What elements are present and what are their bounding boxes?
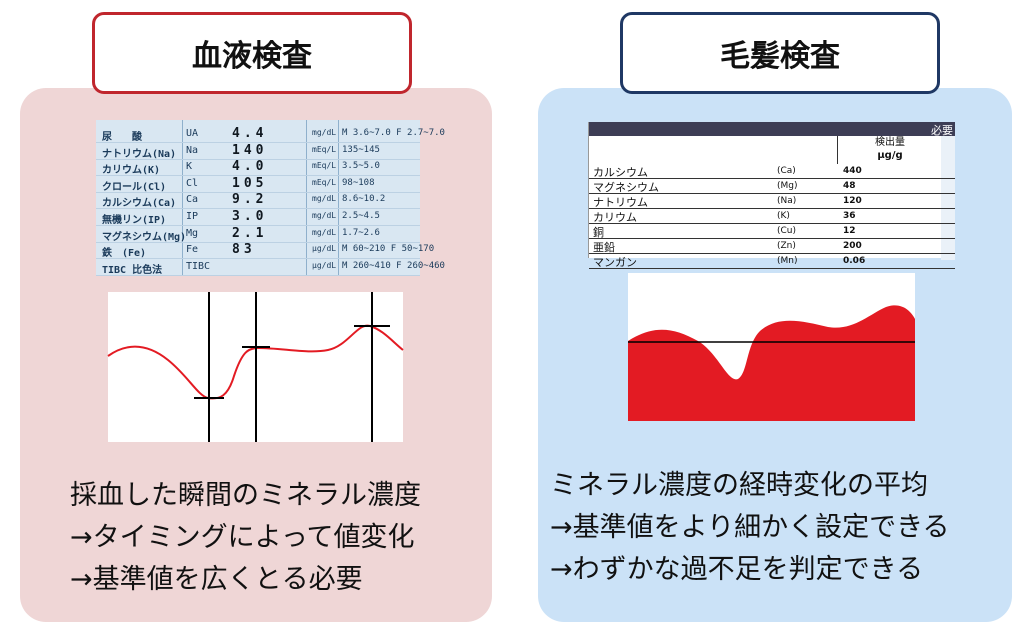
blood-cell-sym: Mg xyxy=(186,227,199,239)
hair-cell-name: ナトリウム xyxy=(593,196,648,209)
blood-table-row: 尿 酸 UA 4.4 mg/dL M 3.6~7.0 F 2.7~7.0 xyxy=(96,126,445,143)
hair-cell-name: カリウム xyxy=(593,211,637,224)
blood-cell-range: M 260~410 F 260~460 xyxy=(342,260,445,271)
hair-level-area xyxy=(628,305,915,421)
blood-cell-unit: mg/dL xyxy=(312,194,337,204)
blood-cell-sym: TIBC xyxy=(186,260,211,272)
hair-table-row: マグネシウム (Mg) 48 xyxy=(589,179,955,194)
blood-cell-range: 3.5~5.0 xyxy=(342,161,380,172)
hair-cell-name: マンガン xyxy=(593,256,637,269)
hair-cell-val: 0.06 xyxy=(843,256,866,266)
blood-cell-name: TIBC 比色法 xyxy=(102,264,163,276)
blood-cell-unit: mEq/L xyxy=(312,144,337,154)
hair-cell-sym: (Mg) xyxy=(777,181,798,191)
blood-table-row: 鉄 (Fe) Fe 83 μg/dL M 60~210 F 50~170 xyxy=(96,242,434,260)
hair-table-row: カルシウム (Ca) 440 xyxy=(589,164,955,179)
hair-cell-sym: (Cu) xyxy=(777,226,797,236)
blood-cell-val: 2.1 xyxy=(232,225,268,241)
blood-table-row: カリウム(K) K 4.0 mEq/L 3.5~5.0 xyxy=(96,159,420,177)
blood-cell-range: M 60~210 F 50~170 xyxy=(342,244,435,255)
hair-table-row: ナトリウム (Na) 120 xyxy=(589,194,955,209)
hair-table-row: 銅 (Cu) 12 xyxy=(589,224,955,239)
blood-cell-val: 4.4 xyxy=(232,126,268,141)
hair-test-title: 毛髪検査 xyxy=(620,12,940,94)
hair-test-table: 必要 検出量 μg/g カルシウム (Ca) 440 マグネシウム (Mg) 48 ナトリウ… xyxy=(588,122,955,269)
hair-cell-sym: (K) xyxy=(777,211,790,221)
blood-table-row: TIBC 比色法 TIBC μg/dL M 260~410 F 260~460 xyxy=(96,259,445,276)
hair-cell-sym: (Mn) xyxy=(777,256,798,266)
blood-cell-sym: Ca xyxy=(186,194,199,206)
hair-test-caption: ミネラル濃度の経時変化の平均 →基準値をより細かく設定できる →わずかな過不足を… xyxy=(550,470,950,585)
hair-table-row: マンガン (Mn) 0.06 xyxy=(589,254,955,269)
blood-cell-range: 135~145 xyxy=(342,144,380,155)
blood-cell-name: ナトリウム(Na) xyxy=(102,148,177,160)
hair-table-col-header: 検出量 μg/g xyxy=(837,136,943,164)
hair-cell-val: 120 xyxy=(843,196,862,206)
blood-cell-range: 98~108 xyxy=(342,177,375,188)
blood-cell-val: 3.0 xyxy=(232,209,268,224)
blood-cell-unit: mEq/L xyxy=(312,161,337,171)
hair-cell-val: 36 xyxy=(843,211,856,221)
blood-table-row: マグネシウム(Mg)Mg 2.1 mg/dL 1.7~2.6 xyxy=(96,226,420,243)
hair-cell-sym: (Ca) xyxy=(777,166,796,176)
blood-cell-val: 9.2 xyxy=(232,192,268,208)
blood-cell-name: 尿 酸 xyxy=(102,132,142,143)
blood-cell-sym: Na xyxy=(186,144,199,156)
hair-average-chart xyxy=(628,273,915,421)
blood-table-row: ナトリウム(Na) Na 140 mEq/L 135~145 xyxy=(96,143,420,160)
blood-fluctuation-chart xyxy=(107,292,404,442)
blood-cell-unit: mg/dL xyxy=(312,211,337,220)
blood-test-table: 尿 酸 UA 4.4 mg/dL M 3.6~7.0 F 2.7~7.0 ナトリウム(Na… xyxy=(96,120,445,276)
blood-cell-unit: μg/dL xyxy=(312,260,337,270)
hair-cell-sym: (Na) xyxy=(777,196,797,206)
blood-cell-name: 無機リン(IP) xyxy=(102,215,167,226)
blood-table-row: カルシウム(Ca) Ca 9.2 mg/dL 8.6~10.2 xyxy=(96,192,420,210)
hair-cell-name: 亜鉛 xyxy=(593,241,615,254)
blood-cell-name: マグネシウム(Mg) xyxy=(102,231,187,243)
blood-test-title: 血液検査 xyxy=(92,12,412,94)
blood-cell-sym: IP xyxy=(186,211,199,222)
hair-cell-name: 銅 xyxy=(593,226,604,239)
blood-cell-unit: mg/dL xyxy=(312,128,337,137)
blood-cell-sym: Fe xyxy=(186,244,199,256)
hair-cell-val: 200 xyxy=(843,241,862,251)
blood-cell-unit: mEq/L xyxy=(312,177,337,187)
hair-table-row: 亜鉛 (Zn) 200 xyxy=(589,239,955,254)
blood-cell-val: 140 xyxy=(232,142,268,158)
hair-cell-name: マグネシウム xyxy=(593,181,659,194)
blood-cell-range: M 3.6~7.0 F 2.7~7.0 xyxy=(342,128,445,138)
blood-cell-sym: Cl xyxy=(186,177,199,189)
blood-cell-name: カリウム(K) xyxy=(102,165,161,177)
blood-test-caption: 採血した瞬間のミネラル濃度 →タイミングによって値変化 →基準値を広くとる必要 xyxy=(70,480,421,595)
hair-table-row: カリウム (K) 36 xyxy=(589,209,955,224)
hair-cell-val: 48 xyxy=(843,181,856,191)
blood-cell-name: クロール(Cl) xyxy=(102,181,167,193)
hair-cell-sym: (Zn) xyxy=(777,241,796,251)
blood-cell-val: 105 xyxy=(232,175,268,191)
blood-cell-unit: mg/dL xyxy=(312,227,337,237)
blood-cell-unit: μg/dL xyxy=(312,244,337,254)
blood-table-row: 無機リン(IP) IP 3.0 mg/dL 2.5~4.5 xyxy=(96,209,420,226)
blood-cell-name: カルシウム(Ca) xyxy=(102,198,177,210)
blood-table-row: クロール(Cl) Cl 105 mEq/L 98~108 xyxy=(96,176,420,193)
blood-cell-range: 2.5~4.5 xyxy=(342,211,380,221)
hair-cell-val: 440 xyxy=(843,166,862,176)
hair-table-header: 必要 xyxy=(589,122,955,137)
hair-cell-name: カルシウム xyxy=(593,166,648,179)
blood-cell-sym: UA xyxy=(186,128,199,139)
blood-cell-sym: K xyxy=(186,161,193,173)
blood-cell-val: 83 xyxy=(232,242,256,258)
blood-cell-val: 4.0 xyxy=(232,159,268,175)
blood-cell-range: 1.7~2.6 xyxy=(342,227,380,238)
blood-cell-range: 8.6~10.2 xyxy=(342,194,386,205)
hair-cell-val: 12 xyxy=(843,226,856,236)
blood-cell-name: 鉄 (Fe) xyxy=(102,248,147,260)
